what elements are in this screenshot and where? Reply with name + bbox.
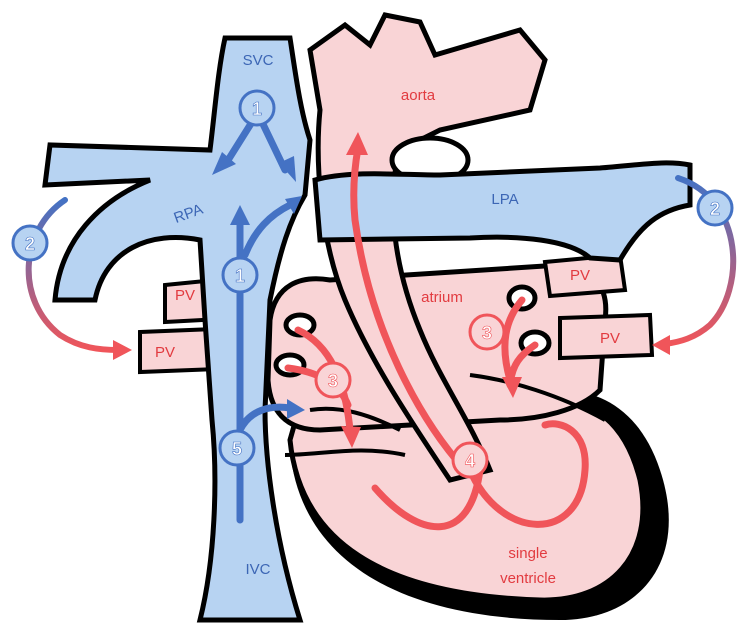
label-atrium: atrium bbox=[421, 289, 463, 306]
marker-atrium-right: 3 bbox=[470, 315, 504, 349]
label-ivc: IVC bbox=[245, 561, 270, 578]
label-pv-upper-left: PV bbox=[175, 287, 195, 304]
marker-atrium-right-label: 3 bbox=[482, 323, 492, 343]
marker-ivc-upper-label: 1 bbox=[235, 266, 245, 286]
label-pv-upper-right: PV bbox=[570, 267, 590, 284]
marker-svc-label: 1 bbox=[252, 99, 262, 119]
label-lpa: LPA bbox=[491, 191, 518, 208]
marker-left-return-label: 2 bbox=[25, 234, 35, 254]
marker-right-return-label: 2 bbox=[710, 199, 720, 219]
marker-atrium-left-label: 3 bbox=[328, 371, 338, 391]
marker-ivc-lower-label: 5 bbox=[232, 439, 242, 459]
left-return-arrow-head bbox=[113, 340, 132, 360]
marker-ventricle-outflow-label: 4 bbox=[465, 451, 475, 471]
label-aorta: aorta bbox=[401, 87, 436, 104]
marker-right-return: 2 bbox=[698, 191, 732, 225]
label-ventricle-line2: ventricle bbox=[500, 570, 556, 587]
label-svc: SVC bbox=[243, 52, 274, 69]
label-ventricle-line1: single bbox=[508, 545, 547, 562]
label-pv-lower-left: PV bbox=[155, 344, 175, 361]
marker-svc: 1 bbox=[240, 91, 274, 125]
marker-ivc-upper: 1 bbox=[223, 258, 257, 292]
marker-ventricle-outflow: 4 bbox=[453, 443, 487, 477]
label-pv-lower-right: PV bbox=[600, 330, 620, 347]
marker-atrium-left: 3 bbox=[316, 363, 350, 397]
marker-left-return: 2 bbox=[13, 226, 47, 260]
marker-ivc-lower: 5 bbox=[220, 431, 254, 465]
right-return-arrow-head bbox=[652, 335, 670, 355]
